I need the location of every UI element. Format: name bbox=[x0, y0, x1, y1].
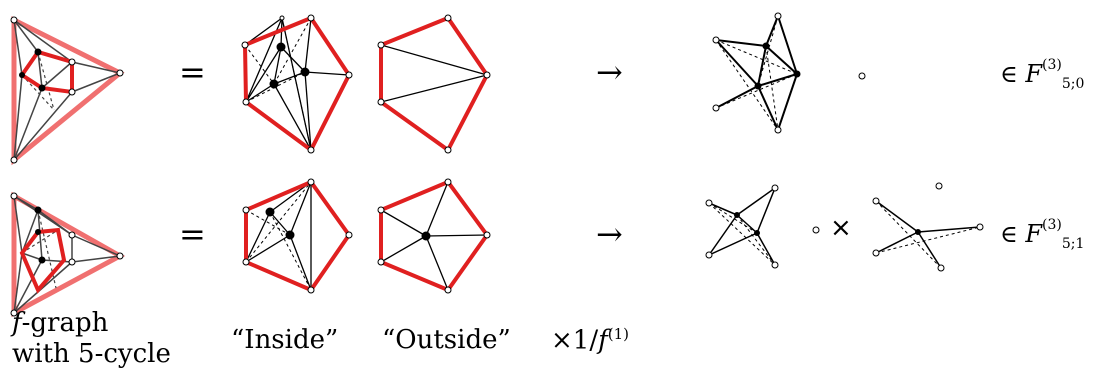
set-superscript: (3) bbox=[1042, 217, 1062, 233]
maps-to-arrow: → bbox=[596, 215, 623, 253]
inside-pentagon-row2 bbox=[242, 178, 353, 294]
f-graph-row2 bbox=[10, 191, 126, 318]
isolated-vertex bbox=[858, 72, 866, 80]
set-membership: ∈ F(3) 5;1 bbox=[1000, 218, 1085, 252]
result-graph-row2-right bbox=[872, 182, 984, 272]
isolated-vertex bbox=[812, 226, 820, 234]
outside-5-cycle bbox=[379, 179, 490, 293]
equals-sign: = bbox=[179, 215, 206, 253]
inside-pentagon-row1 bbox=[241, 14, 353, 154]
times-operator: × bbox=[830, 213, 852, 243]
outside-5-cycle bbox=[379, 15, 490, 153]
f-graph-row1 bbox=[10, 15, 125, 166]
f-graph-outer-triangle bbox=[11, 191, 126, 318]
f-graph-5-cycle bbox=[20, 49, 74, 95]
caption-f-graph-line1: f-graph bbox=[12, 308, 171, 339]
outside-pentagon-row1 bbox=[377, 14, 491, 154]
equals-sign: = bbox=[179, 53, 206, 91]
caption-inside: “Inside” bbox=[231, 325, 339, 355]
caption-factor-sup: (1) bbox=[607, 325, 629, 343]
caption-factor-var: f bbox=[598, 325, 608, 356]
set-subscript: 5;1 bbox=[1061, 235, 1085, 252]
caption-f-graph-rest: -graph bbox=[21, 308, 109, 338]
caption-factor-prefix: ×1/ bbox=[551, 325, 599, 356]
f-graph-outer-triangle bbox=[11, 15, 125, 166]
inside-5-cycle bbox=[244, 179, 352, 293]
f-graph-5-cycle bbox=[19, 227, 67, 294]
caption-f-var: f bbox=[12, 308, 22, 338]
set-base: ∈ F bbox=[1000, 220, 1043, 248]
caption-factor: ×1/f(1) bbox=[551, 325, 629, 357]
result-graph-row2-left bbox=[705, 184, 820, 269]
set-subscript: 5;0 bbox=[1061, 75, 1085, 92]
caption-f-graph: f-graph with 5-cycle bbox=[12, 308, 171, 370]
result-graph-row1 bbox=[712, 12, 866, 134]
set-membership: ∈ F(3) 5;0 bbox=[1000, 58, 1085, 92]
set-base: ∈ F bbox=[1000, 60, 1043, 88]
set-superscript: (3) bbox=[1042, 57, 1062, 73]
inside-5-cycle bbox=[242, 15, 352, 154]
maps-to-arrow: → bbox=[596, 53, 623, 91]
caption-outside: “Outside” bbox=[382, 325, 511, 355]
outside-pentagon-row2 bbox=[377, 178, 491, 294]
caption-f-graph-line2: with 5-cycle bbox=[12, 339, 171, 370]
